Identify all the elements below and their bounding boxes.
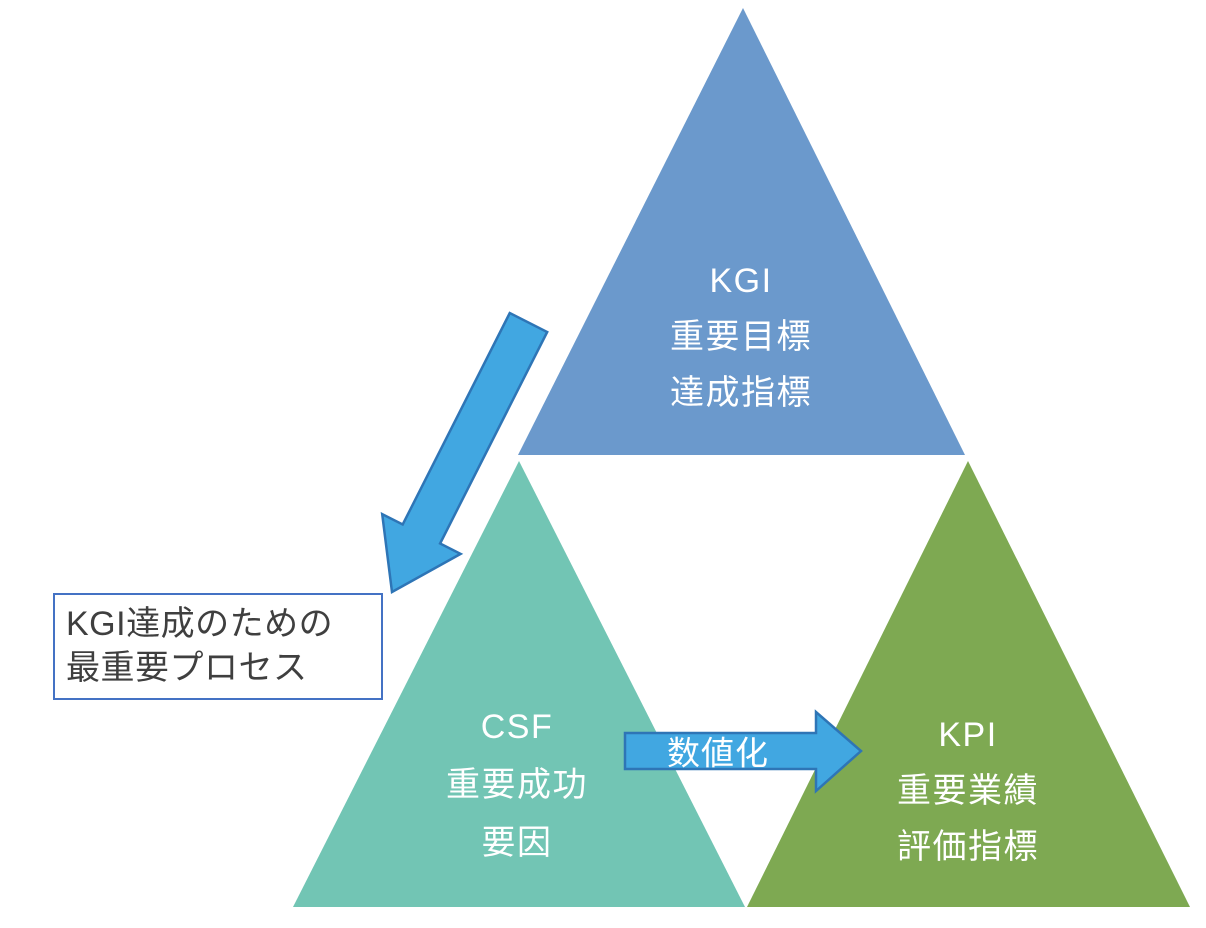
csf-to-kpi-arrow [623, 709, 863, 794]
kpi-label-abbr: KPI [938, 716, 997, 754]
callout-box: KGI達成のための 最重要プロセス [53, 593, 383, 700]
kpi-label-line3: 評価指標 [897, 828, 1039, 866]
kgi-label-line3: 達成指標 [670, 374, 812, 412]
csf-label-line3: 要因 [482, 824, 553, 862]
csf-triangle [293, 461, 745, 907]
kgi-to-csf-arrow [380, 311, 549, 594]
kgi-triangle [518, 8, 965, 455]
csf-label-abbr: CSF [481, 708, 554, 746]
csf-label-line2: 重要成功 [446, 766, 588, 804]
quantify-arrow-label: 数値化 [667, 735, 769, 772]
callout-line-2: 最重要プロセス [66, 649, 308, 687]
kgi-label-line2: 重要目標 [670, 318, 812, 356]
kpi-triangle [747, 461, 1190, 907]
kpi-label-line2: 重要業績 [897, 772, 1039, 810]
callout-line-1: KGI達成のための [66, 605, 334, 643]
kgi-label-abbr: KGI [709, 262, 772, 300]
